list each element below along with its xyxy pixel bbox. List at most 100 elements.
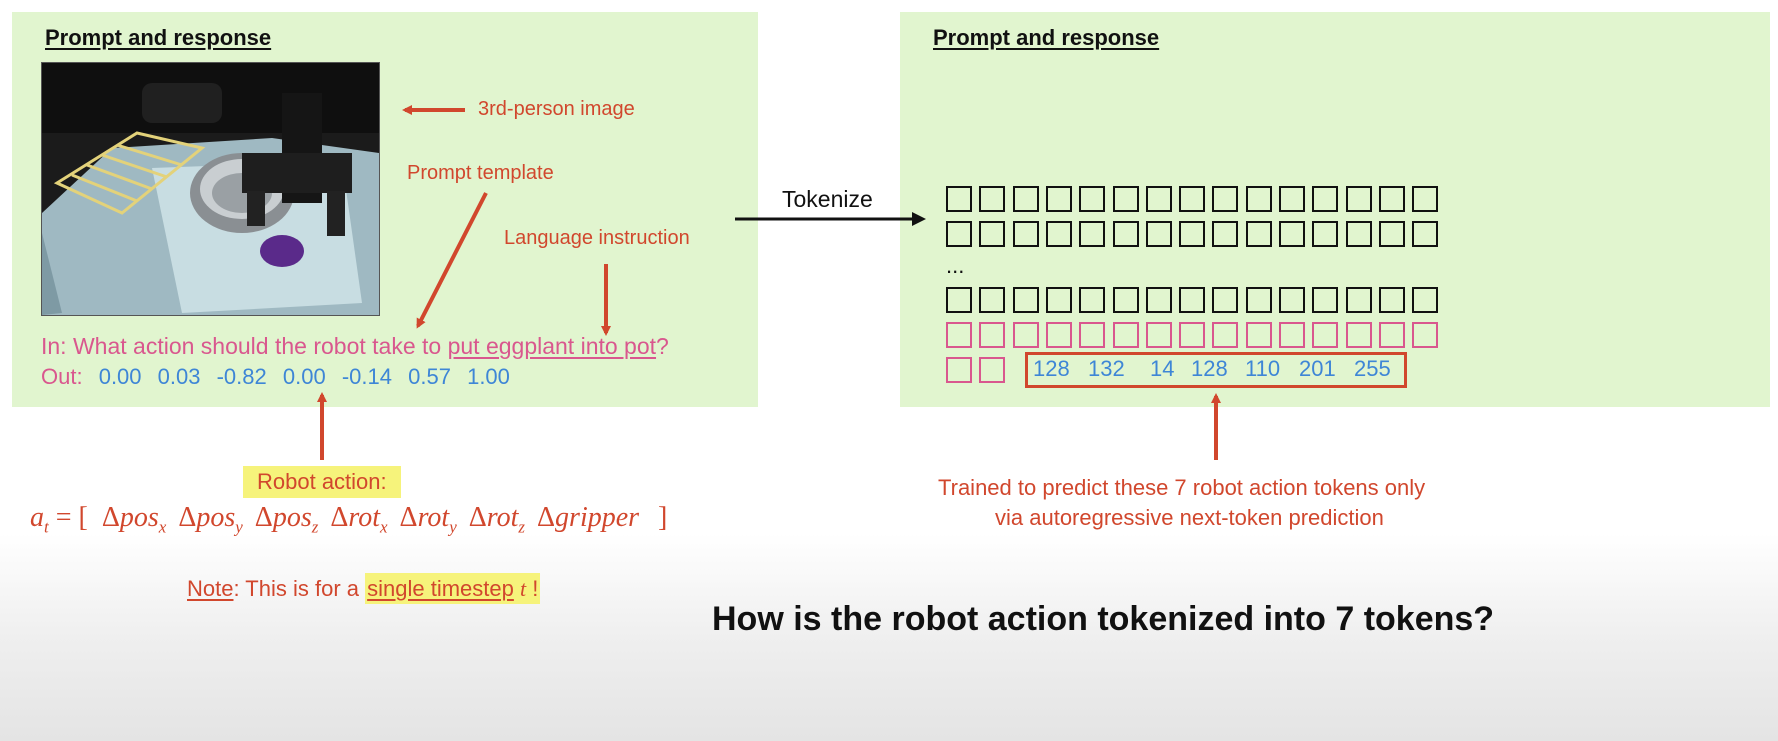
label-3rd-person-image: 3rd-person image bbox=[478, 98, 635, 120]
formula-delta: Δ bbox=[178, 502, 197, 533]
prompt-instruction: put eggplant into pot bbox=[447, 333, 657, 359]
token-square bbox=[1145, 287, 1172, 313]
token-square bbox=[1345, 221, 1372, 247]
token-square bbox=[1312, 186, 1339, 212]
formula-component: Δrotz bbox=[468, 502, 525, 537]
right-panel-title: Prompt and response bbox=[933, 25, 1160, 50]
token-square bbox=[1212, 287, 1239, 313]
token-square-pink bbox=[1212, 322, 1239, 348]
token-square-pink bbox=[1345, 322, 1372, 348]
token-square bbox=[1012, 221, 1039, 247]
right-panel bbox=[900, 12, 1770, 407]
token-square bbox=[1179, 221, 1206, 247]
formula-name: pos bbox=[119, 502, 159, 533]
formula-sub: x bbox=[158, 517, 167, 537]
left-panel-title: Prompt and response bbox=[45, 25, 272, 50]
note-line: Note: This is for a single timestep t ! bbox=[187, 573, 541, 604]
token-square-pink bbox=[946, 357, 972, 383]
note-var: t bbox=[520, 576, 527, 601]
formula-eq: = [ bbox=[48, 502, 95, 533]
token-square bbox=[1245, 287, 1272, 313]
token-square bbox=[1245, 221, 1272, 247]
formula-sub: x bbox=[380, 517, 388, 537]
formula-sub: z bbox=[518, 517, 526, 537]
token-square bbox=[1378, 221, 1405, 247]
robot-sink-image bbox=[42, 63, 379, 315]
label-language-instruction: Language instruction bbox=[504, 227, 690, 249]
token-square-pink bbox=[979, 322, 1006, 348]
prompt-suffix: ? bbox=[656, 333, 669, 359]
formula-sub: y bbox=[235, 517, 243, 537]
formula-delta: Δ bbox=[399, 502, 418, 533]
token-square-pink bbox=[1045, 322, 1072, 348]
token-square bbox=[1079, 186, 1106, 212]
action-token: 128 bbox=[1033, 356, 1070, 381]
token-square-pink bbox=[1279, 322, 1305, 348]
formula-lhs: a bbox=[30, 502, 44, 533]
token-square bbox=[946, 221, 972, 247]
note-bang: ! bbox=[526, 576, 539, 601]
output-line: Out: 0.00 0.03 -0.82 0.00 -0.14 0.57 1.0… bbox=[41, 364, 510, 390]
note-text: : This is for a bbox=[233, 576, 366, 601]
token-square bbox=[1345, 287, 1372, 313]
out-value: -0.14 bbox=[341, 364, 392, 389]
action-token: 110 bbox=[1245, 356, 1281, 381]
token-square bbox=[1279, 287, 1305, 313]
formula-delta: Δ bbox=[468, 502, 487, 533]
out-value: -0.82 bbox=[216, 364, 267, 389]
formula-component: Δposz bbox=[254, 502, 319, 537]
label-prompt-template: Prompt template bbox=[407, 162, 554, 184]
out-value: 0.57 bbox=[408, 364, 451, 389]
token-square bbox=[1145, 221, 1172, 247]
formula-component: Δgripper bbox=[537, 502, 639, 533]
token-square bbox=[1179, 186, 1206, 212]
action-tokens-box bbox=[1025, 352, 1407, 388]
token-square bbox=[979, 287, 1006, 313]
token-square bbox=[1279, 186, 1305, 212]
prompt-line: In: What action should the robot take to… bbox=[41, 333, 669, 360]
formula-name: rot bbox=[348, 502, 380, 533]
formula-delta: Δ bbox=[254, 502, 273, 533]
token-square-pink bbox=[1012, 322, 1039, 348]
token-square-pink bbox=[1312, 322, 1339, 348]
out-label: Out: bbox=[41, 364, 83, 389]
token-square bbox=[1412, 287, 1439, 313]
token-square-pink bbox=[946, 322, 972, 348]
token-square-pink bbox=[1179, 322, 1206, 348]
action-token: 128 bbox=[1191, 356, 1228, 381]
formula-delta: Δ bbox=[330, 502, 349, 533]
action-token: 255 bbox=[1354, 356, 1391, 381]
token-square bbox=[1212, 186, 1239, 212]
trained-caption-line-1: Trained to predict these 7 robot action … bbox=[938, 475, 1426, 500]
token-square bbox=[1179, 287, 1206, 313]
token-square-pink bbox=[1145, 322, 1172, 348]
token-square bbox=[1412, 186, 1439, 212]
token-square bbox=[1145, 186, 1172, 212]
token-square bbox=[1112, 221, 1139, 247]
out-value: 0.00 bbox=[98, 364, 142, 389]
robot-action-label: Robot action: bbox=[243, 466, 401, 498]
token-square bbox=[1045, 221, 1072, 247]
note-highlight: single timestep t ! bbox=[365, 573, 541, 604]
out-value: 0.00 bbox=[282, 364, 326, 389]
token-square bbox=[1212, 221, 1239, 247]
token-square-pink bbox=[979, 357, 1006, 383]
token-square bbox=[1412, 221, 1439, 247]
out-value: 1.00 bbox=[467, 364, 510, 389]
token-square bbox=[1112, 186, 1139, 212]
formula-name: pos bbox=[196, 502, 236, 533]
token-square bbox=[1045, 287, 1072, 313]
token-square bbox=[1245, 186, 1272, 212]
question-title: How is the robot action tokenized into 7… bbox=[712, 600, 1495, 638]
formula-delta: Δ bbox=[101, 502, 120, 533]
token-square-pink bbox=[1412, 322, 1439, 348]
formula-delta: Δ bbox=[537, 502, 556, 533]
token-square bbox=[1378, 287, 1405, 313]
token-square bbox=[1279, 221, 1305, 247]
prompt-prefix: In: What action should the robot take to bbox=[41, 333, 448, 359]
formula-component: Δrotx bbox=[330, 502, 387, 537]
token-square bbox=[1345, 186, 1372, 212]
